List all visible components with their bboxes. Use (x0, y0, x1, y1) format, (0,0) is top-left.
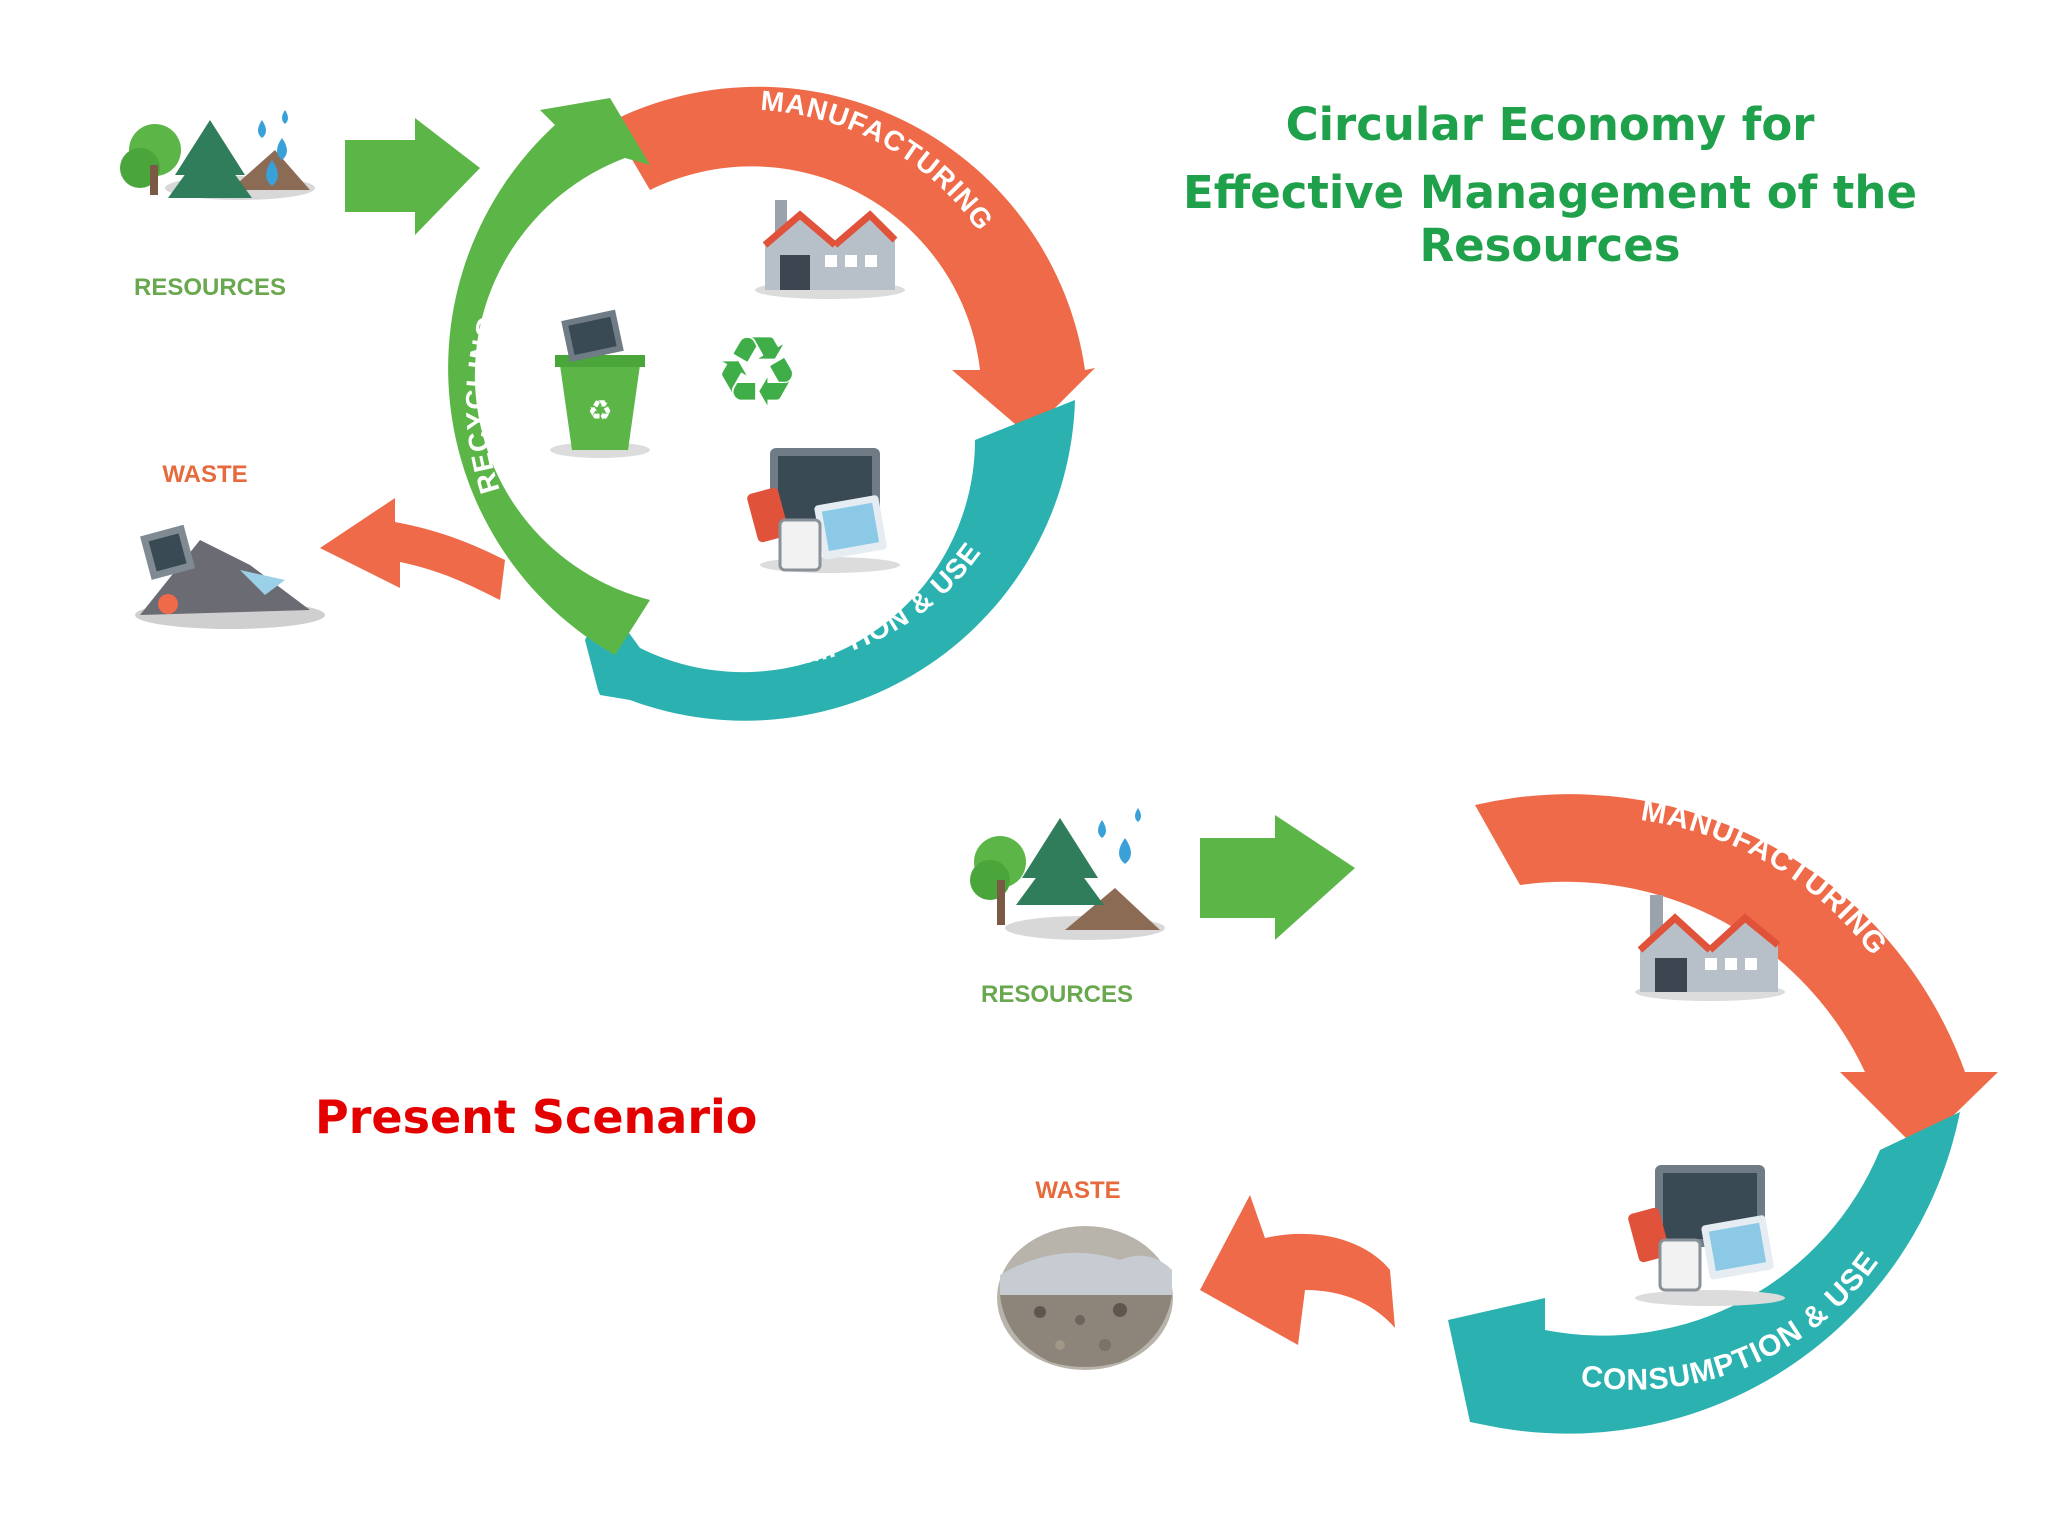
factory-icon-2 (1635, 895, 1785, 1001)
recycle-symbol-icon: ♻ (714, 316, 800, 428)
resources-icon (120, 110, 315, 200)
devices-icon (747, 448, 900, 573)
recycling-arc (448, 98, 650, 655)
waste-label: WASTE (162, 461, 247, 488)
waste-label-2: WASTE (1035, 1177, 1120, 1204)
circular-diagram: RESOURCES WASTE MANUFACTURING CONSUMPTIO… (120, 85, 1095, 721)
resources-label-2: RESOURCES (981, 981, 1133, 1008)
resources-input-arrow (345, 118, 480, 235)
linear-diagram: RESOURCES MANUFACTURING CONSUMPTION & US… (970, 794, 1998, 1434)
consumption-arc-2 (1448, 1112, 1960, 1434)
waste-output-arrow-2 (1200, 1195, 1395, 1345)
recycle-bin-icon: ♻ (550, 309, 650, 458)
manufacturing-arc (610, 86, 1095, 435)
manufacturing-arc-2 (1475, 794, 1998, 1150)
resources-label: RESOURCES (134, 274, 286, 301)
devices-icon-2 (1628, 1165, 1785, 1306)
title-line-2: Effective Management of the Resources (1183, 166, 1917, 272)
present-scenario-label: Present Scenario (315, 1090, 758, 1144)
title-line-1: Circular Economy for (1285, 98, 1815, 151)
resources-input-arrow-2 (1200, 815, 1355, 940)
waste-output-arrow (320, 498, 505, 600)
svg-text:♻: ♻ (587, 394, 612, 427)
consumption-arc (585, 400, 1075, 721)
landfill-photo (997, 1226, 1173, 1370)
factory-icon (755, 200, 905, 299)
resources-icon-2 (970, 808, 1165, 940)
waste-pile-icon (135, 524, 325, 629)
